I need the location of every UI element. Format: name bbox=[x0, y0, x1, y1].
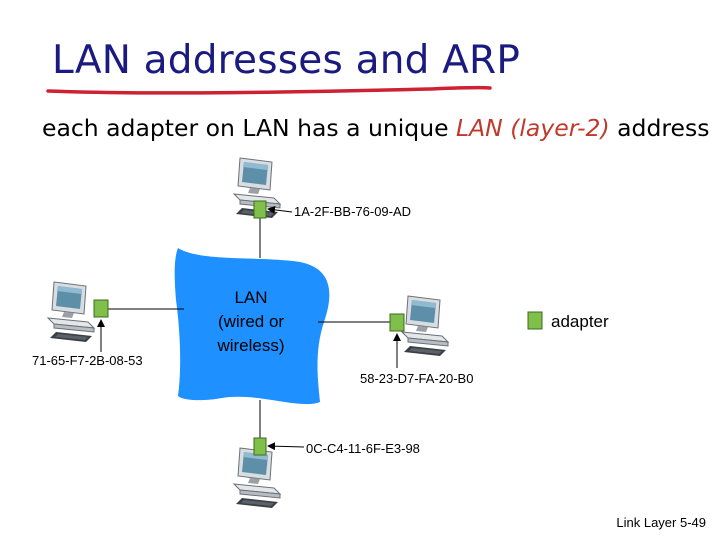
computer-icon-left bbox=[47, 281, 95, 343]
adapter-icon-top bbox=[253, 200, 267, 219]
lan-label-line2: (wired or bbox=[218, 312, 284, 331]
title-underline bbox=[46, 85, 492, 95]
arrow-bottom bbox=[267, 442, 305, 451]
arrow-top bbox=[267, 205, 293, 214]
adapter-icon-left bbox=[93, 299, 109, 318]
subtitle-highlight: LAN (layer-2) bbox=[456, 114, 610, 142]
legend-label: adapter bbox=[551, 312, 609, 331]
legend-adapter-icon bbox=[527, 311, 543, 330]
mac-address-bottom: 0C-C4-11-6F-E3-98 bbox=[306, 441, 420, 456]
mac-address-right: 58-23-D7-FA-20-B0 bbox=[360, 371, 473, 386]
lan-label-line1: LAN bbox=[234, 288, 267, 307]
subtitle-text-start: each adapter on LAN has a unique bbox=[42, 114, 457, 142]
adapter-icon-right bbox=[389, 313, 405, 332]
lan-label-line3: wireless) bbox=[216, 336, 284, 355]
computer-icon-right bbox=[401, 295, 449, 357]
subtitle-text-end: address bbox=[609, 114, 710, 142]
slide-subtitle: each adapter on LAN has a unique LAN (la… bbox=[42, 114, 709, 142]
mac-address-left: 71-65-F7-2B-08-53 bbox=[32, 353, 143, 368]
slide-footer: Link Layer 5-49 bbox=[616, 515, 706, 530]
slide-title: LAN addresses and ARP bbox=[52, 38, 521, 83]
lan-cloud bbox=[174, 248, 330, 405]
adapter-icon-bottom bbox=[253, 437, 267, 456]
computer-icon-bottom bbox=[233, 447, 281, 509]
mac-address-top: 1A-2F-BB-76-09-AD bbox=[294, 204, 411, 219]
